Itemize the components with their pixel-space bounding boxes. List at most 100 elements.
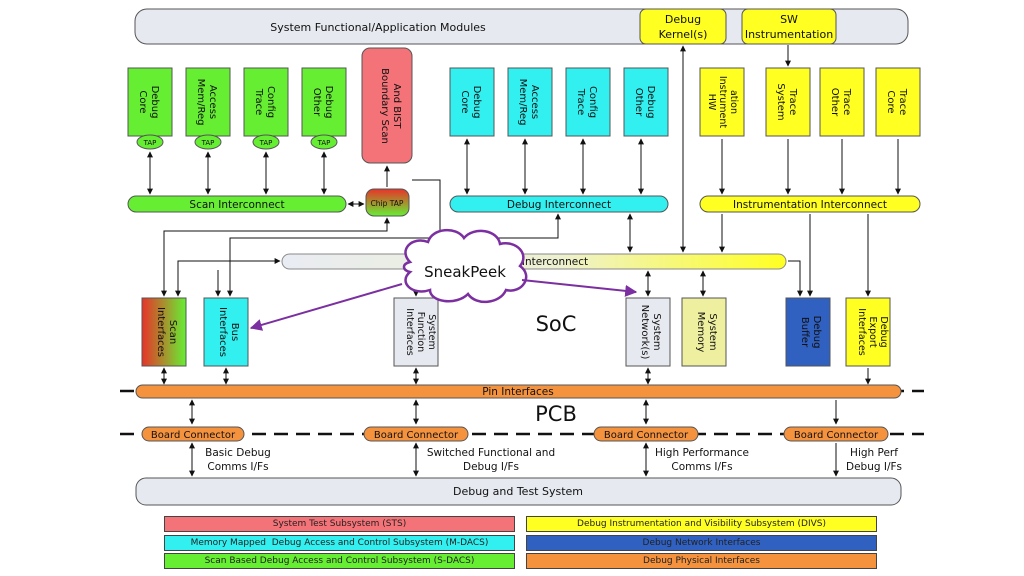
- sw-instrumentation-label-1: SW: [780, 13, 798, 26]
- scan-block-mem-label-1: Mem/Reg: [195, 79, 206, 126]
- board-connector-2: [363, 426, 469, 442]
- debug-block-other-debug: [623, 67, 669, 137]
- tap-1: [136, 134, 164, 150]
- networks-label-2: Network(s): [639, 305, 650, 360]
- debug-block-trace-config: [565, 67, 611, 137]
- debug-block-other-label-1: Other: [633, 88, 644, 117]
- comms-2-line-2: Debug I/Fs: [463, 461, 519, 473]
- debug-block-mem-reg-access: [507, 67, 553, 137]
- board-connector-4: [783, 426, 889, 442]
- system-function-interfaces-box: [393, 297, 439, 367]
- board-connector-3-label: Board Connector: [604, 430, 689, 441]
- boundary-scan-label-1: Boundary Scan: [379, 68, 390, 144]
- memory-label-2: Memory: [695, 312, 706, 353]
- debug-block-mem-label-1: Mem/Reg: [517, 79, 528, 126]
- comms-2-line-1: Switched Functional and: [427, 447, 555, 459]
- scan-group: Core Debug Mem/Reg Access Trace Config O…: [127, 67, 347, 213]
- instr-block-core-trace: [875, 67, 921, 137]
- sneakpeek-label: SneakPeek: [424, 263, 506, 281]
- legend-dni: Debug Network Interfaces: [526, 535, 877, 551]
- debug-kernel-label-1: Debug: [665, 13, 701, 26]
- tap-1-label: TAP: [143, 139, 157, 147]
- debug-group: Core Debug Mem/Reg Access Trace Config O…: [449, 67, 669, 213]
- comms-4-line-1: High Perf: [850, 447, 898, 459]
- link-chip-tap-scan-iface: [161, 217, 390, 297]
- legend-dpi-label: Debug Physical Interfaces: [643, 556, 760, 566]
- instrumentation-interconnect: [699, 195, 921, 213]
- networks-label-1: System: [651, 313, 662, 350]
- boundary-scan-box: [361, 47, 413, 164]
- tap-2: [194, 134, 222, 150]
- debug-interconnect: [449, 195, 669, 213]
- scan-block-core-debug: [127, 67, 173, 137]
- scan-block-other-label-2: Debug: [323, 86, 334, 119]
- scan-interfaces-label-1: Scan: [167, 320, 178, 344]
- comms-3-line-2: Comms I/Fs: [671, 461, 732, 473]
- comms-4-line-2: Debug I/Fs: [846, 461, 902, 473]
- comms-3-line-1: High Performance: [655, 447, 749, 459]
- sysfunc-label-3: Interfaces: [404, 308, 415, 356]
- tap-3-label: TAP: [259, 139, 273, 147]
- link-boundary-scan-iface: [412, 179, 441, 250]
- tap-3: [252, 134, 280, 150]
- link-ic-debug-buffer: [788, 260, 803, 297]
- debug-block-core-label-2: Debug: [471, 86, 482, 119]
- legend-sts-label: System Test Subsystem (STS): [272, 519, 407, 529]
- connector-system-links: [189, 442, 839, 477]
- export-label-2: Export: [867, 316, 878, 347]
- sneakpeek-arrow-bus: [249, 283, 403, 331]
- sneakpeek-cloud: [402, 229, 528, 303]
- export-label-3: Interfaces: [856, 308, 867, 356]
- legend-divs-label: Debug Instrumentation and Visibility Sub…: [577, 519, 826, 529]
- debug-test-system-bar: [135, 477, 902, 506]
- boundary-scan-label-2: And BIST: [391, 84, 402, 130]
- instr-coretrace-label-1: Core: [885, 90, 896, 113]
- legend-dpi: Debug Physical Interfaces: [526, 553, 877, 569]
- instr-hw-label-2: Instrument: [717, 76, 728, 129]
- instr-block-other-trace: [819, 67, 865, 137]
- sneakpeek-arrow-networks: [521, 279, 638, 297]
- debug-block-trace-label-2: Config: [587, 86, 598, 118]
- main-interconnect-label: Interconnect: [522, 256, 588, 268]
- bus-interfaces-box: [203, 297, 249, 367]
- scan-block-core-debug-label-1: Core: [137, 90, 148, 113]
- sysfunc-label-2: Function: [415, 312, 426, 352]
- bus-interfaces-label-1: Bus: [229, 323, 240, 341]
- export-label-1: Debug: [878, 316, 889, 347]
- legend-sts: System Test Subsystem (STS): [164, 516, 515, 532]
- debug-buffer-box: [785, 297, 831, 367]
- scan-block-other-label-1: Other: [311, 88, 322, 117]
- scan-block-trace-label-2: Config: [265, 86, 276, 118]
- debug-block-mem-label-2: Access: [529, 85, 540, 119]
- board-connector-2-label: Board Connector: [374, 430, 459, 441]
- scan-block-core-debug-label-2: Debug: [149, 86, 160, 119]
- legend-sdacs-label: Scan Based Debug Access and Control Subs…: [204, 556, 475, 566]
- instr-coretrace-label-2: Trace: [897, 88, 908, 116]
- comms-1-line-1: Basic Debug: [205, 447, 271, 459]
- legend-divs: Debug Instrumentation and Visibility Sub…: [526, 516, 877, 532]
- tap-4-label: TAP: [317, 139, 331, 147]
- scan-interfaces-label-2: Interfaces: [155, 307, 166, 357]
- instr-othertrace-label-1: Other: [829, 88, 840, 117]
- sw-instrumentation-box: [741, 8, 837, 45]
- sysfunc-label-1: System: [426, 314, 437, 349]
- board-connector-1-label: Board Connector: [151, 430, 236, 441]
- debug-block-trace-label-1: Trace: [575, 88, 586, 116]
- legend-dni-label: Debug Network Interfaces: [642, 538, 761, 548]
- memory-label-1: System: [707, 313, 718, 350]
- scan-interconnect-label: Scan Interconnect: [189, 199, 284, 211]
- board-connector-3: [593, 426, 699, 442]
- link-ic-scan-iface: [175, 258, 281, 297]
- soc-label: SoC: [536, 312, 577, 336]
- scan-interfaces-box: [141, 297, 187, 367]
- instr-systrace-label-1: System: [775, 83, 786, 120]
- instrumentation-group: HW Instrument ation System Trace Other T…: [699, 45, 921, 213]
- sw-instrumentation-label-2: Instrumentation: [745, 28, 833, 41]
- scan-interconnect: [127, 195, 347, 213]
- debug-block-other-label-2: Debug: [645, 86, 656, 119]
- bus-interfaces-label-2: Interfaces: [217, 307, 228, 357]
- system-modules-label: System Functional/Application Modules: [270, 21, 486, 34]
- chip-tap-label: Chip TAP: [371, 199, 404, 208]
- scan-block-mem-label-2: Access: [207, 85, 218, 119]
